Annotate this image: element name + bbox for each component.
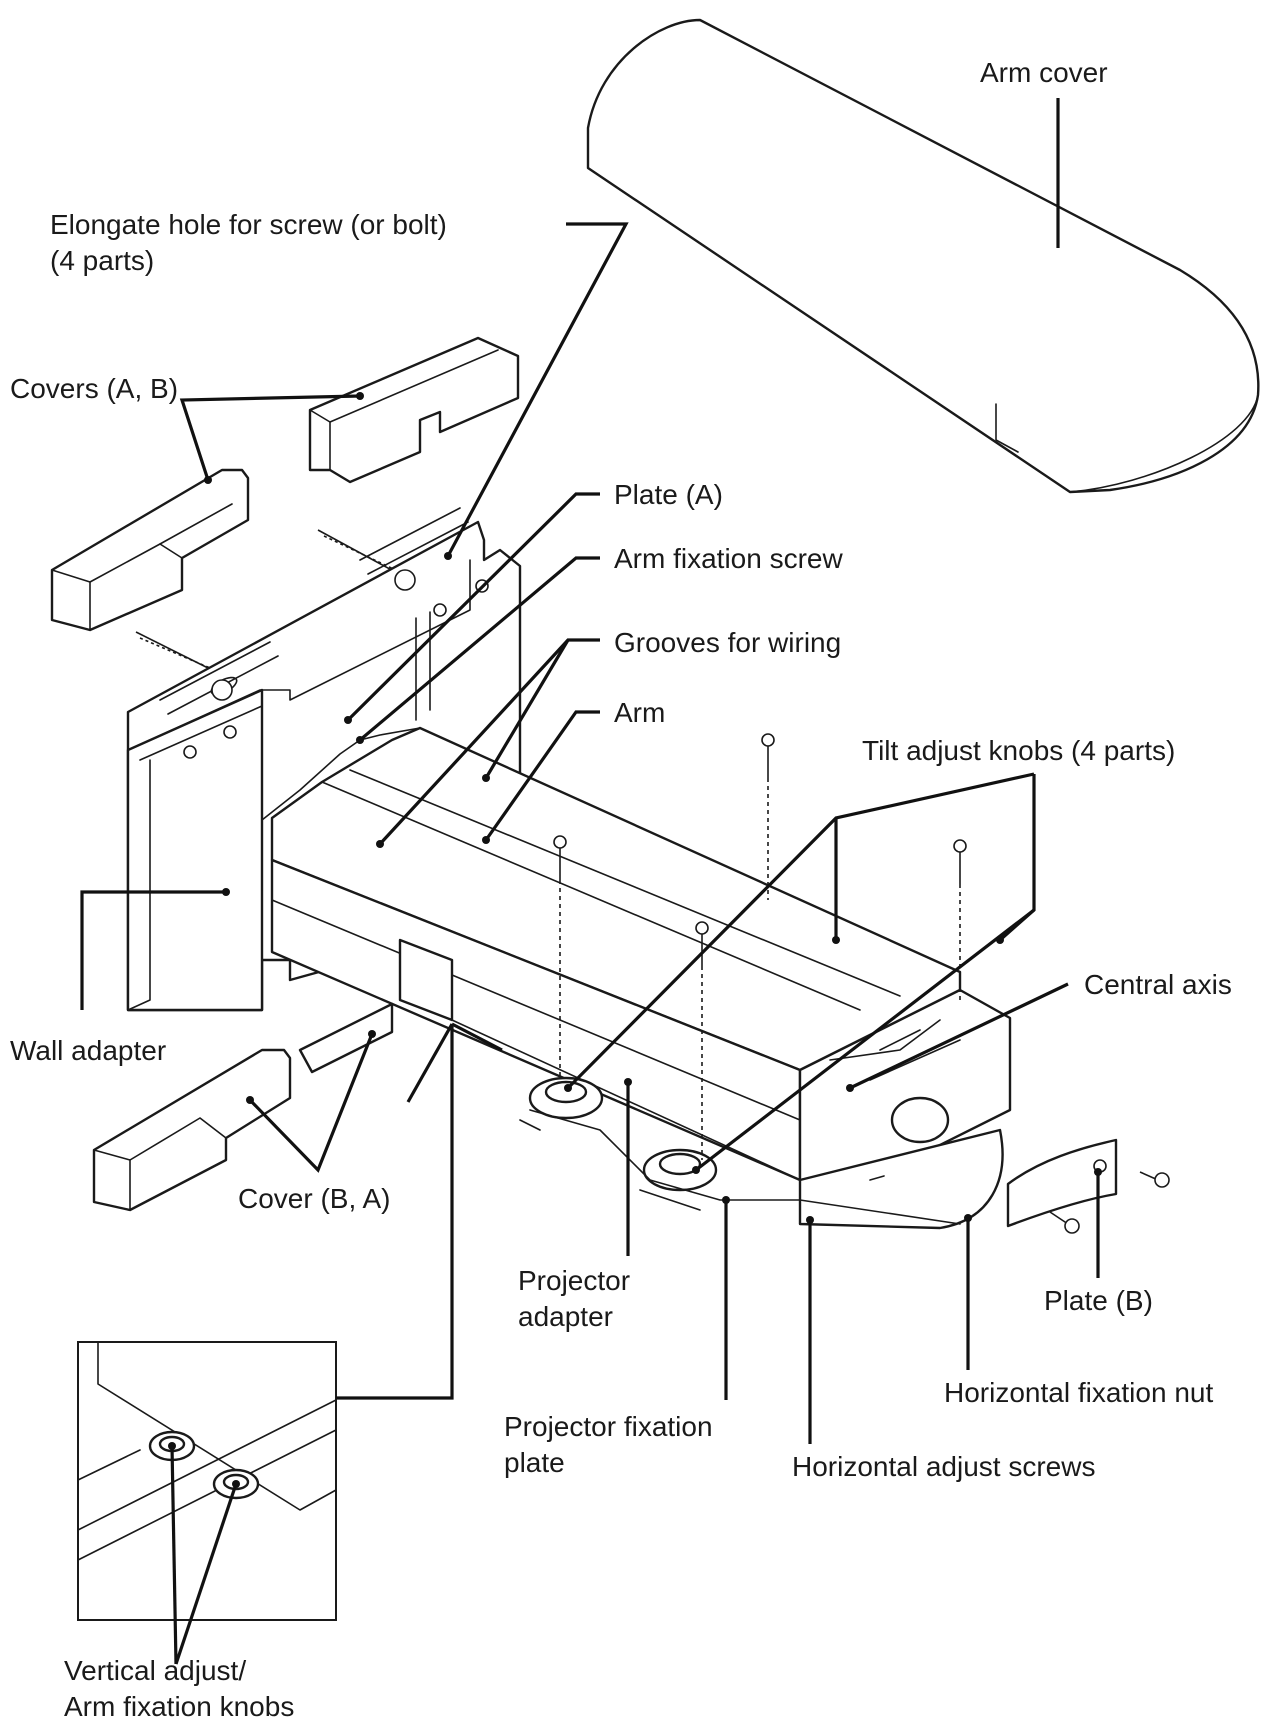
- arm-cover: [586, 18, 1260, 494]
- detail-inset: [77, 1341, 337, 1621]
- label-wall-adapter: Wall adapter: [10, 1035, 166, 1066]
- label-projector-fixation-plate-line2: plate: [504, 1447, 565, 1478]
- cover-a-upper: [308, 336, 520, 484]
- label-elongate-hole-line2: (4 parts): [50, 245, 154, 276]
- label-cover-ba: Cover (B, A): [238, 1183, 390, 1214]
- label-grooves-for-wiring: Grooves for wiring: [614, 627, 841, 658]
- arm: [261, 726, 1012, 1182]
- label-projector-adapter-line2: adapter: [518, 1301, 613, 1332]
- label-plate-a: Plate (A): [614, 479, 723, 510]
- label-arm-cover: Arm cover: [980, 57, 1108, 88]
- label-arm-fixation-screw: Arm fixation screw: [614, 543, 843, 574]
- label-plate-b: Plate (B): [1044, 1285, 1153, 1316]
- projector-adapter: [398, 938, 801, 1211]
- label-arm: Arm: [614, 697, 665, 728]
- tilt-screws: [553, 733, 967, 1160]
- wall-screw-lower: [135, 631, 217, 673]
- label-vertical-adjust-line2: Arm fixation knobs: [64, 1691, 294, 1722]
- projector-fixation-plate: [798, 1128, 1004, 1230]
- plate-b: [1006, 1138, 1118, 1228]
- label-central-axis: Central axis: [1084, 969, 1232, 1000]
- label-elongate-hole-line1: Elongate hole for screw (or bolt): [50, 209, 447, 240]
- label-tilt-adjust-knobs: Tilt adjust knobs (4 parts): [862, 735, 1175, 766]
- label-horizontal-adjust-screws: Horizontal adjust screws: [792, 1451, 1095, 1482]
- leader-lines: [80, 98, 1102, 1665]
- cover-a-lower: [298, 1002, 394, 1074]
- plate-b-screws: [1049, 1171, 1170, 1234]
- label-covers-ab: Covers (A, B): [10, 373, 178, 404]
- label-projector-adapter-line1: Projector: [518, 1265, 630, 1296]
- label-horizontal-fixation-nut: Horizontal fixation nut: [944, 1377, 1213, 1408]
- cover-b-lower: [92, 1048, 292, 1212]
- labels: Arm cover Elongate hole for screw (or bo…: [10, 57, 1232, 1722]
- cover-b-upper: [50, 468, 250, 632]
- label-projector-fixation-plate-line1: Projector fixation: [504, 1411, 713, 1442]
- label-vertical-adjust-line1: Vertical adjust/: [64, 1655, 246, 1686]
